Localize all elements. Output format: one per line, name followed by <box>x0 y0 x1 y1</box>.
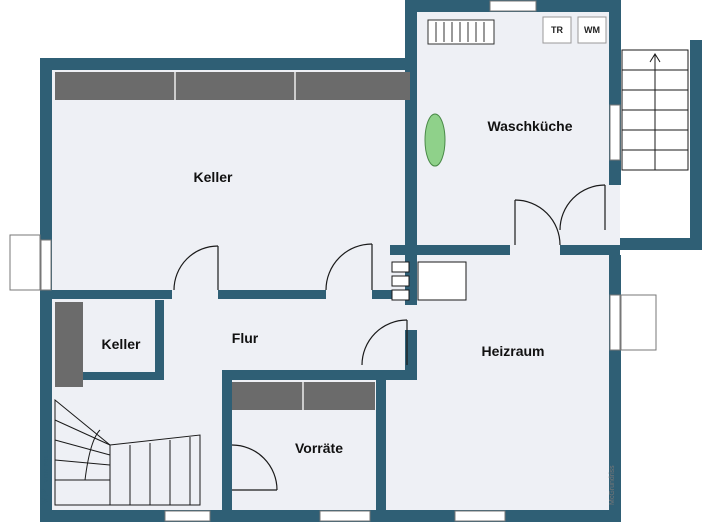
brand-logo-text: VON POLL <box>44 450 50 484</box>
washer-dryer: TR WM <box>424 16 607 167</box>
stairs <box>54 49 689 506</box>
room-label-keller-small: Keller <box>102 336 141 352</box>
windows <box>9 0 657 522</box>
brand-logo-mark: VP <box>37 489 51 505</box>
room-label-vorraete: Vorräte <box>295 440 343 456</box>
room-label-keller-large: Keller <box>194 169 233 185</box>
room-labels: Keller Waschküche Keller Flur Heizraum V… <box>102 118 573 456</box>
dryer-label: TR <box>551 25 563 35</box>
room-label-flur: Flur <box>232 330 259 346</box>
brand-logo: VP VON POLL <box>37 450 51 506</box>
room-label-waschkueche: Waschküche <box>487 118 572 134</box>
doors <box>173 184 606 491</box>
shelving <box>55 72 410 410</box>
technical-equipment <box>391 261 467 301</box>
credit-text: McGrundriss <box>609 465 616 505</box>
room-label-heizraum: Heizraum <box>481 343 544 359</box>
washer-label: WM <box>584 25 600 35</box>
